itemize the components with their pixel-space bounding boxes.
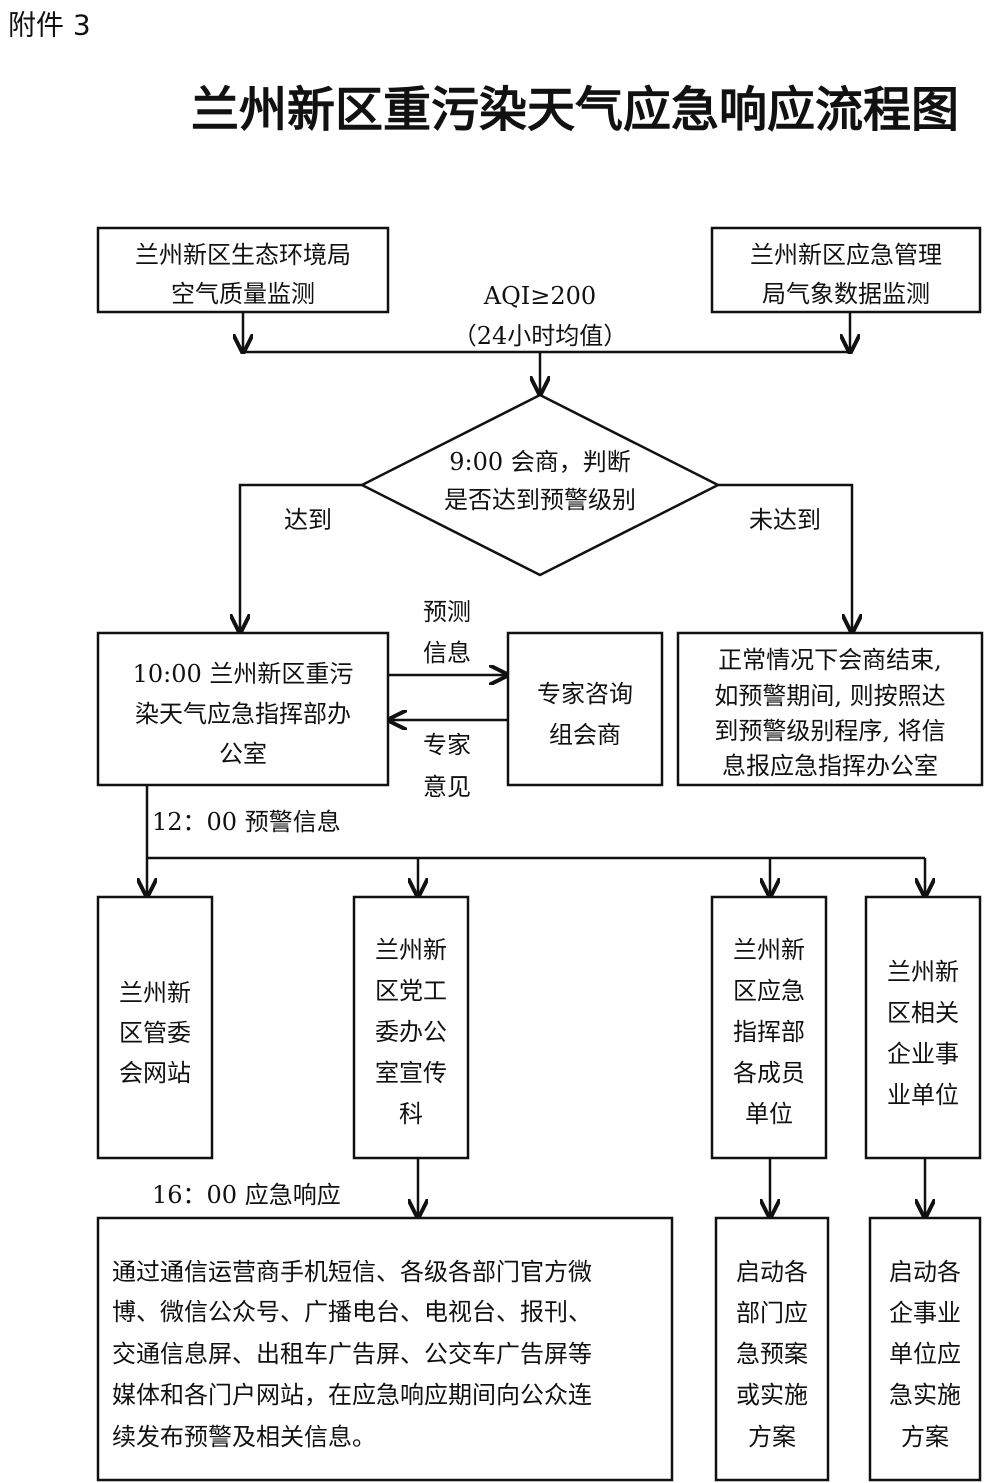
box-publish-info: 通过通信运营商手机短信、各级各部门官方微 博、微信公众号、广播电台、电视台、报刊… bbox=[96, 1216, 674, 1482]
svg-text:交通信息屏、出租车广告屏、公交车广告屏等: 交通信息屏、出租车广告屏、公交车广告屏等 bbox=[112, 1340, 592, 1368]
svg-text:委办公: 委办公 bbox=[375, 1018, 447, 1046]
label-warning-info: 12：00 预警信息 bbox=[152, 808, 341, 836]
aqi-condition: AQI≥200 bbox=[483, 282, 596, 310]
svg-text:兰州新: 兰州新 bbox=[887, 958, 959, 986]
svg-text:区管委: 区管委 bbox=[119, 1019, 191, 1047]
svg-text:是否达到预警级别: 是否达到预警级别 bbox=[444, 486, 636, 514]
svg-text:正常情况下会商结束,: 正常情况下会商结束, bbox=[718, 646, 942, 674]
svg-text:企业事: 企业事 bbox=[887, 1040, 959, 1068]
box-party-office: 兰州新 区党工 委办公 室宣传 科 bbox=[352, 895, 470, 1160]
svg-text:或实施: 或实施 bbox=[736, 1381, 808, 1409]
decision-diamond: 9:00 会商，判断 是否达到预警级别 bbox=[359, 393, 721, 577]
svg-text:博、微信公众号、广播电台、电视台、报刊、: 博、微信公众号、广播电台、电视台、报刊、 bbox=[112, 1298, 592, 1326]
box-weather-monitoring: 兰州新区应急管理 局气象数据监测 bbox=[710, 226, 982, 314]
label-expert-opinion: 专家 bbox=[423, 731, 471, 759]
box-dept-plan: 启动各 部门应 急预案 或实施 方案 bbox=[714, 1216, 830, 1482]
label-not-reached: 未达到 bbox=[749, 506, 821, 534]
page-title: 兰州新区重污染天气应急响应流程图 bbox=[191, 82, 959, 138]
svg-text:息报应急指挥办公室: 息报应急指挥办公室 bbox=[722, 752, 938, 780]
svg-text:急实施: 急实施 bbox=[889, 1381, 961, 1409]
svg-text:兰州新区应急管理: 兰州新区应急管理 bbox=[750, 241, 942, 269]
svg-text:信息: 信息 bbox=[423, 639, 471, 667]
svg-text:区应急: 区应急 bbox=[733, 977, 805, 1005]
svg-text:媒体和各门户网站，在应急响应期间向公众连: 媒体和各门户网站，在应急响应期间向公众连 bbox=[112, 1381, 592, 1409]
svg-text:方案: 方案 bbox=[901, 1423, 949, 1451]
box-expert-consultation: 专家咨询 组会商 bbox=[506, 631, 664, 787]
svg-text:通过通信运营商手机短信、各级各部门官方微: 通过通信运营商手机短信、各级各部门官方微 bbox=[112, 1258, 592, 1286]
aqi-average: （24小时均值） bbox=[453, 322, 628, 350]
svg-text:局气象数据监测: 局气象数据监测 bbox=[762, 280, 930, 308]
box-normal-end: 正常情况下会商结束, 如预警期间, 则按照达 到预警级别程序, 将信 息报应急指… bbox=[676, 631, 984, 787]
box-eco-monitoring: 兰州新区生态环境局 空气质量监测 bbox=[96, 226, 390, 314]
svg-text:方案: 方案 bbox=[748, 1423, 796, 1451]
svg-text:公室: 公室 bbox=[219, 740, 267, 768]
svg-text:会网站: 会网站 bbox=[119, 1059, 191, 1087]
svg-text:到预警级别程序, 将信: 到预警级别程序, 将信 bbox=[714, 717, 945, 745]
svg-text:单位: 单位 bbox=[745, 1100, 793, 1128]
svg-text:各成员: 各成员 bbox=[733, 1059, 805, 1087]
svg-text:业单位: 业单位 bbox=[887, 1081, 959, 1109]
svg-text:指挥部: 指挥部 bbox=[733, 1018, 805, 1046]
box-website: 兰州新 区管委 会网站 bbox=[96, 895, 214, 1160]
box-command-office: 10:00 兰州新区重污 染天气应急指挥部办 公室 bbox=[96, 631, 390, 787]
svg-text:意见: 意见 bbox=[423, 773, 471, 801]
svg-text:染天气应急指挥部办: 染天气应急指挥部办 bbox=[135, 700, 351, 728]
svg-text:组会商: 组会商 bbox=[549, 721, 621, 749]
attachment-label: 附件 3 bbox=[8, 9, 91, 42]
svg-text:如预警期间, 则按照达: 如预警期间, 则按照达 bbox=[714, 682, 945, 710]
box-enterprise-plan: 启动各 企事业 单位应 急实施 方案 bbox=[868, 1216, 982, 1482]
label-forecast: 预测 bbox=[423, 598, 471, 626]
svg-text:科: 科 bbox=[399, 1100, 423, 1128]
svg-text:专家咨询: 专家咨询 bbox=[537, 680, 633, 708]
label-reached: 达到 bbox=[284, 506, 332, 534]
label-emergency-response: 16：00 应急响应 bbox=[152, 1181, 341, 1209]
svg-text:启动各: 启动各 bbox=[736, 1258, 808, 1286]
svg-text:续发布预警及相关信息。: 续发布预警及相关信息。 bbox=[112, 1423, 376, 1451]
svg-text:兰州新: 兰州新 bbox=[733, 936, 805, 964]
connectors bbox=[147, 312, 925, 1217]
svg-text:启动各: 启动各 bbox=[889, 1258, 961, 1286]
svg-text:区相关: 区相关 bbox=[887, 999, 959, 1027]
svg-text:兰州新: 兰州新 bbox=[375, 936, 447, 964]
svg-text:急预案: 急预案 bbox=[736, 1340, 808, 1368]
svg-text:兰州新: 兰州新 bbox=[119, 979, 191, 1007]
box-enterprises: 兰州新 区相关 企业事 业单位 bbox=[864, 895, 982, 1160]
svg-text:10:00 兰州新区重污: 10:00 兰州新区重污 bbox=[133, 660, 354, 688]
svg-text:空气质量监测: 空气质量监测 bbox=[171, 280, 315, 308]
svg-text:兰州新区生态环境局: 兰州新区生态环境局 bbox=[135, 241, 351, 269]
svg-text:区党工: 区党工 bbox=[375, 977, 447, 1005]
box-member-units: 兰州新 区应急 指挥部 各成员 单位 bbox=[710, 895, 828, 1160]
svg-text:9:00 会商，判断: 9:00 会商，判断 bbox=[449, 448, 631, 476]
svg-text:室宣传: 室宣传 bbox=[375, 1059, 447, 1087]
svg-text:企事业: 企事业 bbox=[889, 1299, 961, 1327]
svg-text:部门应: 部门应 bbox=[736, 1299, 808, 1327]
svg-text:单位应: 单位应 bbox=[889, 1340, 961, 1368]
